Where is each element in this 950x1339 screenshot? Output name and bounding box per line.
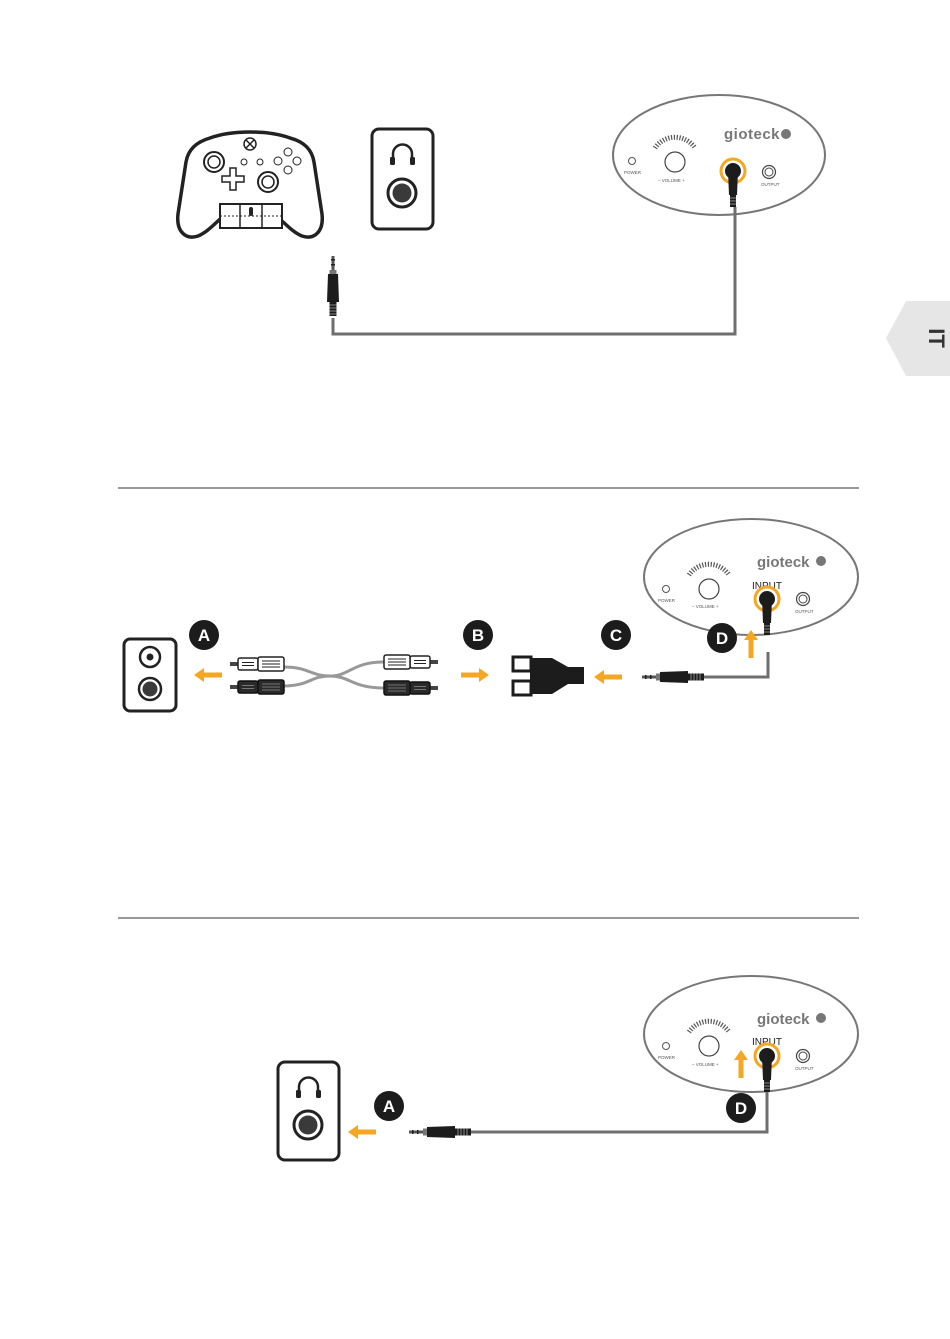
power-label: POWER [658, 598, 676, 603]
svg-text:A: A [198, 626, 210, 645]
output-label: OUTPUT [795, 609, 814, 614]
headphone-port-icon [278, 1062, 339, 1160]
marker-c: C [601, 620, 631, 650]
output-label: OUTPUT [761, 182, 780, 187]
language-tab: IT [886, 301, 950, 376]
marker-d: D [707, 623, 737, 653]
headphone-port-icon [372, 129, 433, 229]
marker-d: D [726, 1093, 756, 1123]
rca-adapter-icon [513, 657, 584, 695]
3.5mm-plug-icon [642, 671, 704, 683]
svg-text:D: D [716, 629, 728, 648]
marker-a: A [374, 1091, 404, 1121]
amplifier-icon: gioteck POWER – VOLUME + OUTPUT [613, 95, 825, 215]
3.5mm-plug-icon [409, 1126, 471, 1138]
3.5mm-plug-icon [327, 256, 339, 316]
volume-label: – VOLUME + [658, 178, 685, 183]
diagram-1: gioteck POWER – VOLUME + OUTPUT [178, 95, 825, 334]
diagram-2: gioteck POWER – VOLUME + INPUT OUTPUT A … [124, 519, 858, 711]
power-label: POWER [624, 170, 642, 175]
svg-text:B: B [472, 626, 484, 645]
svg-text:A: A [383, 1097, 395, 1116]
svg-text:D: D [735, 1099, 747, 1118]
rca-port-icon [124, 639, 176, 711]
volume-knob [665, 152, 685, 172]
brand-logo: gioteck [724, 126, 780, 143]
cable [470, 1090, 767, 1132]
diagram-3: gioteck POWER – VOLUME + INPUT OUTPUT A … [278, 976, 858, 1160]
volume-knob [699, 579, 719, 599]
volume-label: – VOLUME + [692, 1062, 719, 1067]
power-label: POWER [658, 1055, 676, 1060]
rca-cable-icon [230, 655, 438, 695]
language-tab-label: IT [924, 328, 949, 348]
amplifier-icon: gioteck POWER – VOLUME + INPUT OUTPUT [644, 976, 858, 1092]
volume-label: – VOLUME + [692, 604, 719, 609]
marker-a: A [189, 620, 219, 650]
brand-logo: gioteck [757, 554, 810, 571]
xbox-controller-icon [178, 132, 323, 237]
marker-b: B [463, 620, 493, 650]
volume-knob [699, 1036, 719, 1056]
brand-logo: gioteck [757, 1011, 810, 1028]
amplifier-icon: gioteck POWER – VOLUME + INPUT OUTPUT [644, 519, 858, 635]
output-label: OUTPUT [795, 1066, 814, 1071]
svg-text:C: C [610, 626, 622, 645]
cable [704, 652, 768, 677]
